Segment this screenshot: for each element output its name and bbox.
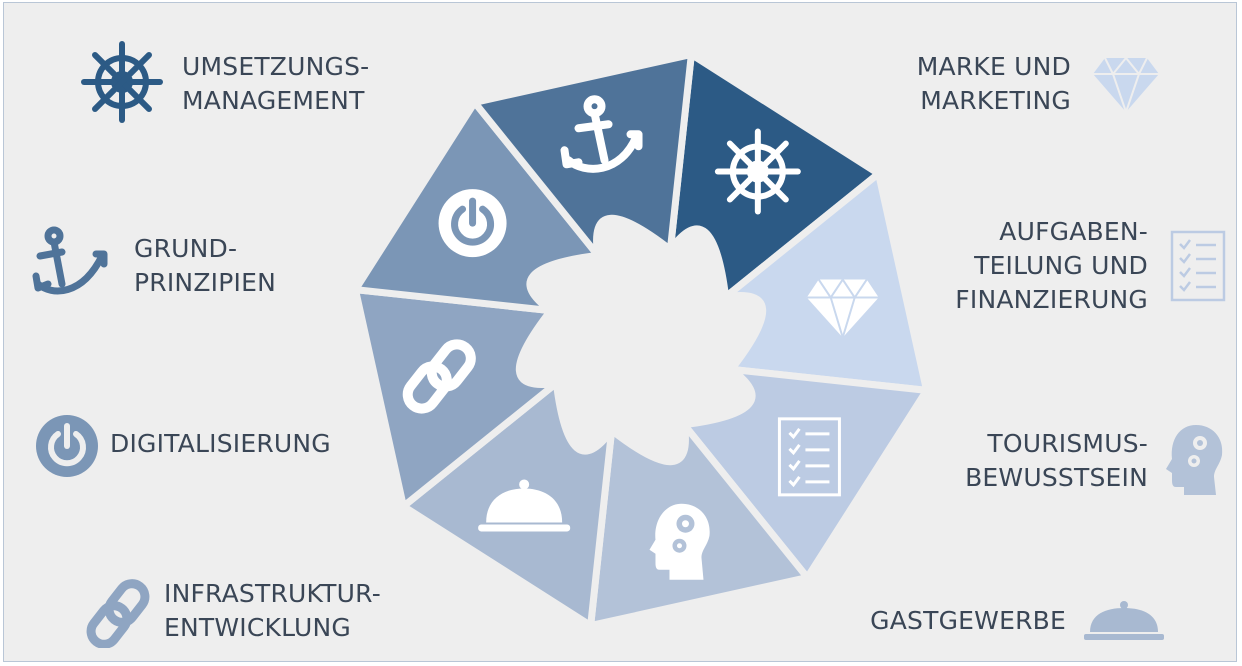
label-line: GASTGEWERBE (870, 606, 1066, 635)
label-tourismusbewusstsein: TOURISMUS- BEWUSSTSEIN (965, 427, 1148, 495)
label-line: MARKETING (920, 86, 1071, 115)
label-line: MARKE UND (916, 52, 1071, 81)
label-digitalisierung: DIGITALISIERUNG (110, 427, 331, 461)
wheel-center (550, 249, 732, 431)
label-grundprinzipien: GRUND- PRINZIPIEN (134, 232, 276, 300)
diamond-icon (1093, 56, 1159, 113)
label-line: GRUND- (134, 234, 238, 263)
label-infrastrukturentwicklung: INFRASTRUKTUR- ENTWICKLUNG (164, 577, 381, 645)
power-icon (36, 415, 98, 477)
chain-link-segment-icon (402, 339, 476, 414)
chain-link-icon (86, 579, 150, 648)
label-line: TOURISMUS- (987, 429, 1148, 458)
diagram-frame: UMSETZUNGS- MANAGEMENT GRUND- PRINZIPIEN… (3, 2, 1237, 662)
label-line: TEILUNG UND (974, 251, 1148, 280)
checklist-icon (1170, 230, 1226, 302)
label-line: BEWUSSTSEIN (965, 463, 1148, 492)
aperture-wheel (349, 48, 933, 632)
head-gears-icon (1166, 425, 1223, 495)
label-umsetzungsmanagement: UMSETZUNGS- MANAGEMENT (182, 50, 369, 118)
label-line: INFRASTRUKTUR- (164, 579, 381, 608)
label-line: UMSETZUNGS- (182, 52, 370, 81)
ship-wheel-segment-icon (714, 128, 801, 215)
cloche-segment-icon (478, 479, 571, 532)
label-line: AUFGABEN- (999, 217, 1148, 246)
label-marke-und-marketing: MARKE UND MARKETING (917, 50, 1071, 118)
anchor-segment-icon (560, 95, 643, 173)
wheel-segment-grundprinzipien (468, 49, 696, 268)
label-gastgewerbe: GASTGEWERBE (870, 604, 1066, 638)
anchor-icon (32, 226, 108, 295)
diamond-segment-icon (806, 277, 879, 338)
label-line: DIGITALISIERUNG (110, 429, 331, 458)
ship-wheel-icon (81, 41, 163, 123)
checklist-segment-icon (777, 417, 841, 497)
label-line: PRINZIPIEN (134, 268, 276, 297)
label-line: ENTWICKLUNG (164, 613, 351, 642)
head-gears-segment-icon (649, 503, 710, 580)
power-segment-icon (438, 189, 507, 258)
cloche-icon (1084, 601, 1164, 640)
label-line: MANAGEMENT (182, 86, 365, 115)
label-line: FINANZIERUNG (955, 285, 1148, 314)
label-aufgabenteilung: AUFGABEN- TEILUNG UND FINANZIERUNG (955, 215, 1148, 317)
